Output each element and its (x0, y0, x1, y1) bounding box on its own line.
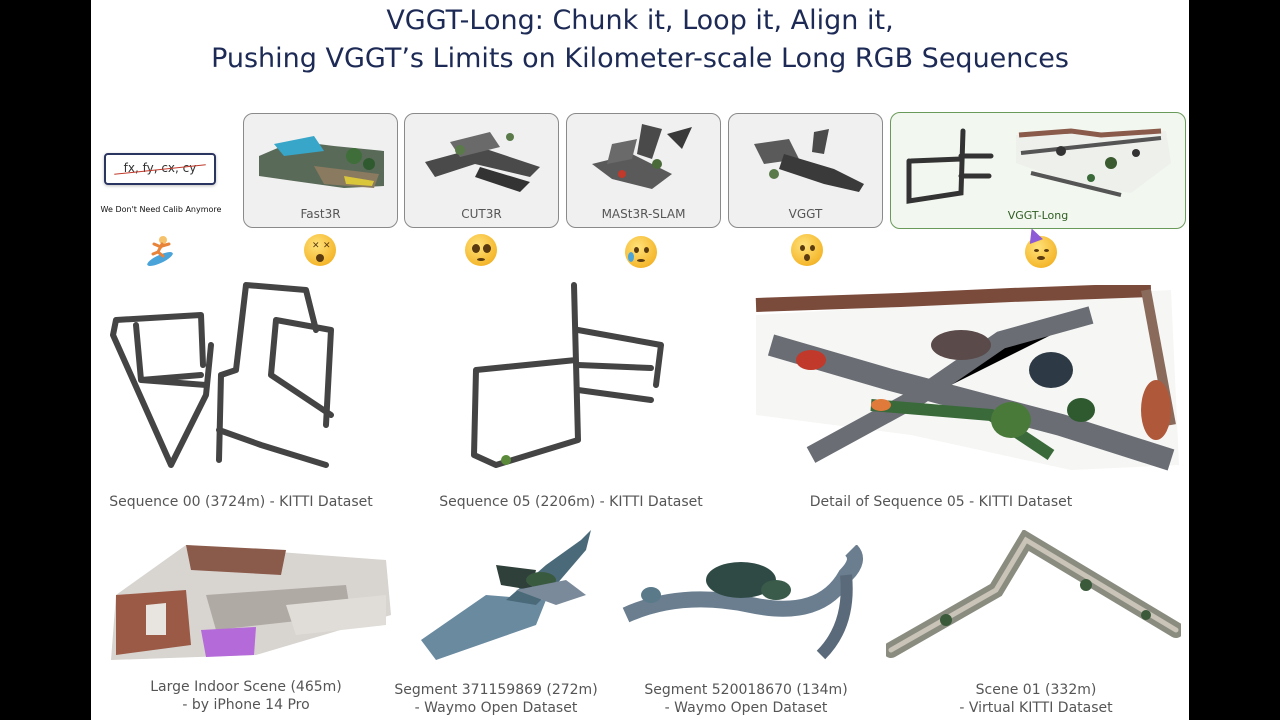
caption-sequence-05: Sequence 05 (2206m) - KITTI Dataset (439, 494, 703, 510)
crying-face-emoji-icon (625, 236, 657, 268)
calibration-params-box: fx, fy, cx, cy (104, 153, 216, 185)
sequence-05-detail-image (755, 285, 1179, 471)
title-line-2: Pushing VGGT’s Limits on Kilometer-scale… (211, 43, 1069, 74)
vggt-long-trajectory-image (906, 128, 994, 204)
sequence-05-trajectory-image (471, 282, 664, 468)
method-label-vggt-long: VGGT-Long (1007, 209, 1069, 222)
cut3r-reconstruction-image (425, 132, 540, 192)
method-label-mast3r-slam: MASt3R-SLAM (601, 207, 686, 221)
caption-waymo-1-line-2: - Waymo Open Dataset (414, 700, 578, 716)
caption-vkitti-line-2: - Virtual KITTI Dataset (959, 700, 1113, 716)
slide: VGGT-Long: Chunk it, Loop it, Align it, … (91, 0, 1189, 720)
indoor-scene-reconstruction-image (111, 545, 391, 660)
caption-detail-sequence-05: Detail of Sequence 05 - KITTI Dataset (809, 494, 1073, 510)
calibration-caption: We Don't Need Calib Anymore (100, 205, 222, 214)
calibration-params-text: fx, fy, cx, cy (123, 161, 197, 175)
dizzy-face-emoji-icon: ✕ ✕ (304, 234, 336, 266)
pleading-face-emoji-icon (465, 234, 497, 266)
caption-sequence-00: Sequence 00 (3724m) - KITTI Dataset (109, 494, 373, 510)
vggt-reconstruction-image (754, 129, 864, 192)
method-card-fast3r[interactable]: Fast3R (243, 113, 398, 228)
method-card-cut3r[interactable]: CUT3R (404, 113, 559, 228)
partying-face-emoji-icon (1025, 226, 1057, 268)
sequence-00-trajectory-image (110, 282, 334, 468)
hushed-face-emoji-icon (791, 234, 823, 266)
method-card-mast3r-slam[interactable]: MASt3R-SLAM (566, 113, 721, 228)
mast3r-slam-reconstruction-image (592, 124, 692, 189)
vggt-long-detail-image (1016, 128, 1171, 197)
virtual-kitti-scene-image (886, 530, 1181, 658)
title-line-1: VGGT-Long: Chunk it, Loop it, Align it, (386, 5, 894, 36)
method-label-fast3r: Fast3R (300, 207, 341, 221)
method-label-vggt: VGGT (788, 207, 823, 221)
caption-vkitti-line-1: Scene 01 (332m) (975, 682, 1097, 698)
caption-waymo-1-line-1: Segment 371159869 (272m) (394, 682, 598, 698)
fast3r-reconstruction-image (259, 136, 384, 188)
waymo-segment-371159869-image (421, 530, 591, 660)
caption-indoor-line-2: - by iPhone 14 Pro (182, 697, 310, 713)
method-label-cut3r: CUT3R (461, 207, 502, 221)
method-card-vggt-long[interactable]: VGGT-Long (890, 112, 1186, 229)
waymo-segment-520018670-image (622, 545, 863, 660)
method-card-vggt[interactable]: VGGT (728, 113, 883, 228)
caption-indoor-line-1: Large Indoor Scene (465m) (150, 679, 342, 695)
surfer-emoji-icon (147, 236, 173, 266)
caption-waymo-2-line-2: - Waymo Open Dataset (664, 700, 828, 716)
caption-waymo-2-line-1: Segment 520018670 (134m) (644, 682, 848, 698)
